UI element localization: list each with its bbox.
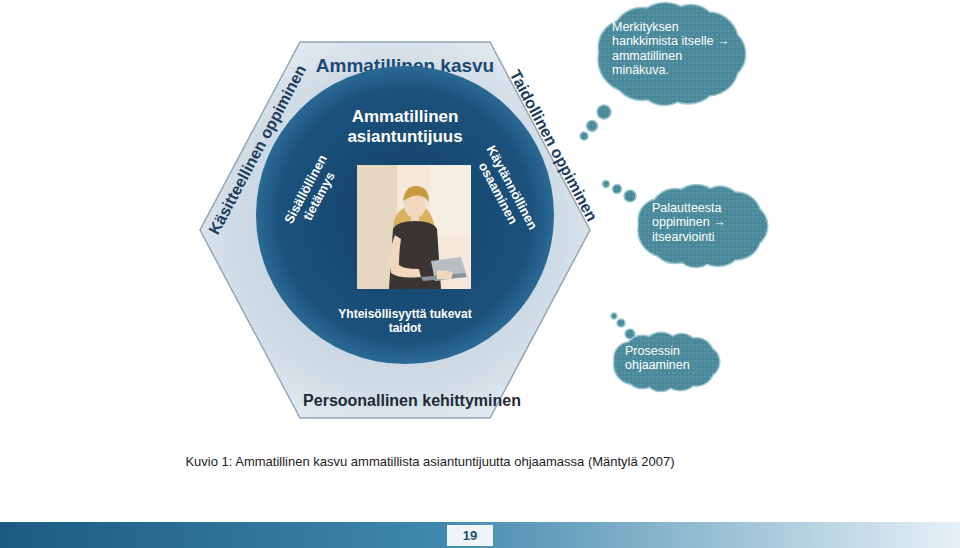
bottom-label: Persoonallinen kehittyminen	[303, 392, 521, 410]
footer-bar	[0, 522, 960, 548]
thought-cloud: Palautteesta oppiminen → itsearviointi	[636, 184, 768, 268]
figure-caption: Kuvio 1: Ammatillinen kasvu ammatillista…	[0, 454, 860, 469]
thought-cloud: Prosessin ohjaaminen	[612, 332, 720, 392]
circle-heading: Ammatillinen asiantuntijuus	[330, 107, 480, 146]
hexagon-region: Ammatillinen kasvuKäsitteellinen oppimin…	[195, 38, 595, 422]
cloud-text: Merkityksen hankkimista itselle → ammati…	[612, 20, 730, 78]
thought-cloud: Merkityksen hankkimista itselle → ammati…	[596, 2, 746, 106]
page-number: 19	[447, 525, 493, 546]
cloud-text: Prosessin ohjaaminen	[625, 344, 707, 373]
cloud-text: Palautteesta oppiminen → itsearviointi	[652, 201, 752, 244]
circle-label: Yhteisöllisyyttä tukevat taidot	[325, 308, 485, 336]
woman-illustration	[357, 165, 471, 289]
expertise-circle: Ammatillinen asiantuntijuusSisällöllinen…	[255, 65, 555, 365]
